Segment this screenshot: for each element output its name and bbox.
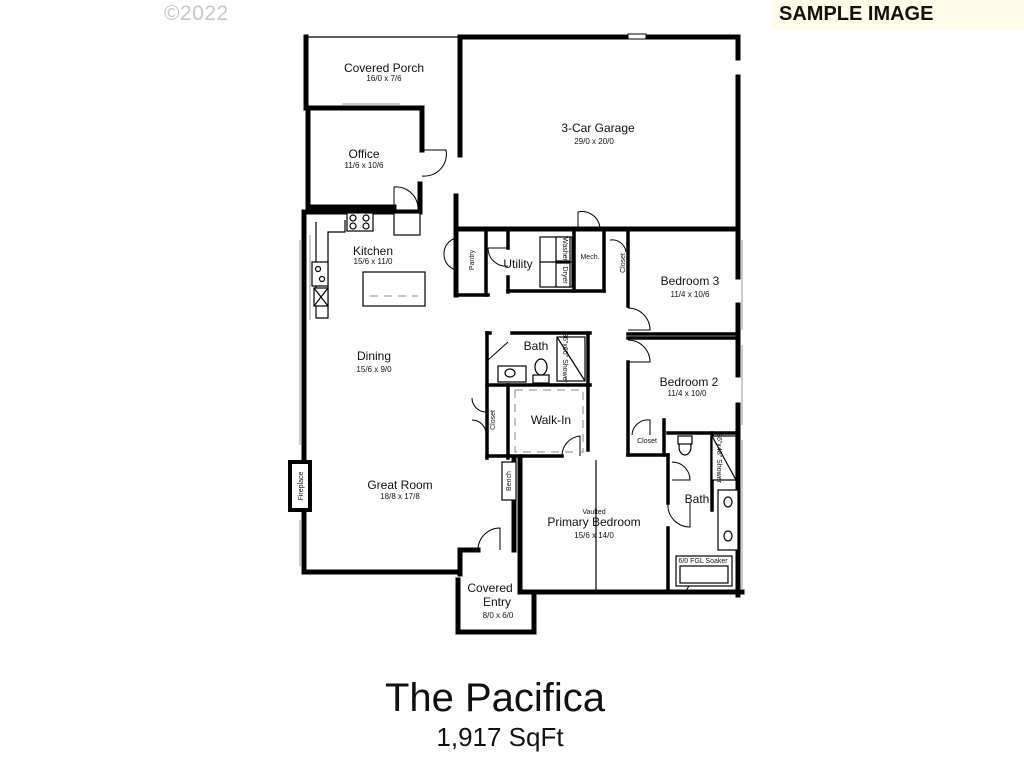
label-mech: Mech.: [580, 254, 599, 261]
label-hall-shower: 36"x60" Shower: [561, 333, 568, 383]
label-bedroom2: Bedroom 2: [660, 375, 719, 389]
label-hall-closet: Closet: [490, 410, 497, 430]
label-closet-bed3: Closet: [620, 253, 627, 273]
dims-office: 11/6 x 10/6: [345, 161, 385, 170]
dims-covered-entry: 8/0 x 6/0: [483, 611, 514, 620]
sample-image-badge: SAMPLE IMAGE: [772, 0, 1024, 30]
label-covered-porch: Covered Porch: [344, 61, 424, 75]
room-labels: Covered Porch 16/0 x 7/6 Office 11/6 x 1…: [298, 61, 728, 620]
label-hall-bath: Bath: [524, 339, 549, 353]
label-covered-entry-2: Entry: [483, 595, 511, 609]
label-office: Office: [348, 147, 379, 161]
dims-garage: 29/0 x 20/0: [574, 137, 614, 146]
label-utility: Utility: [503, 257, 532, 271]
label-covered-entry-1: Covered: [467, 581, 512, 595]
label-fireplace: Fireplace: [298, 472, 305, 501]
label-washer: Washer: [561, 237, 568, 262]
label-pantry: Pantry: [469, 249, 476, 270]
label-primary-bedroom: Primary Bedroom: [547, 515, 640, 529]
label-dining: Dining: [357, 349, 391, 363]
note-vaulted: Vaulted: [582, 509, 605, 516]
plan-title: The Pacifica: [384, 676, 606, 720]
label-walk-in: Walk-In: [531, 413, 571, 427]
label-dryer: Dryer: [561, 266, 568, 284]
dims-covered-porch: 16/0 x 7/6: [366, 74, 402, 83]
dims-bedroom2: 11/4 x 10/0: [668, 389, 708, 398]
label-soaker-tub: 6/0 FGL Soaker: [678, 558, 728, 565]
dims-dining: 15/6 x 9/0: [356, 365, 392, 374]
label-closet-bed2: Closet: [637, 438, 657, 445]
dims-bedroom3: 11/4 x 10/6: [671, 290, 711, 299]
dims-great-room: 18/8 x 17/8: [380, 492, 420, 501]
walls: [288, 34, 745, 635]
dims-kitchen: 15/6 x 11/0: [354, 257, 394, 266]
label-garage: 3-Car Garage: [561, 121, 635, 135]
copyright-notice: ©2022: [164, 2, 229, 25]
doors: [393, 149, 707, 593]
label-primary-bath: Bath: [685, 492, 710, 506]
label-kitchen: Kitchen: [353, 244, 393, 258]
plan-square-footage: 1,917 SqFt: [436, 722, 564, 752]
windows: [299, 33, 743, 590]
label-bedroom3: Bedroom 3: [661, 274, 720, 288]
label-bench: Bench: [506, 471, 513, 491]
label-great-room: Great Room: [367, 478, 432, 492]
fixtures: [311, 212, 739, 590]
dims-primary-bedroom: 15/6 x 14/0: [574, 531, 614, 540]
label-primary-shower: 36"x48" Shower: [715, 433, 722, 483]
